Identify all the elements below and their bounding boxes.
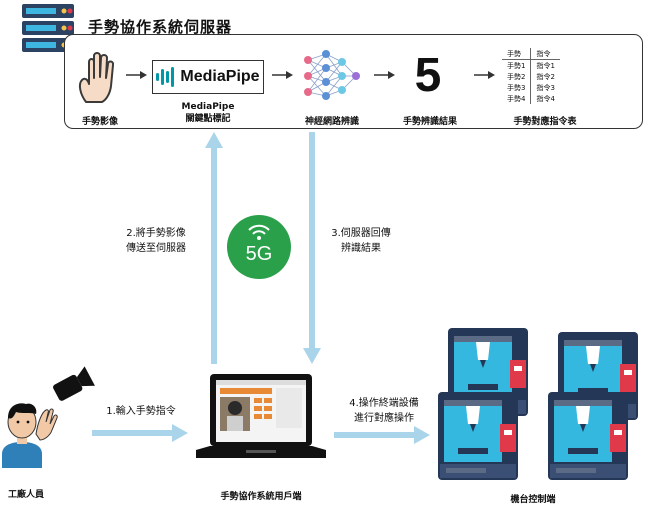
table-cell: 手勢1 — [502, 59, 532, 71]
table-cell: 指令1 — [536, 61, 555, 70]
step1-label: 1.輸入手勢指令 — [106, 406, 176, 417]
table-row: 手勢4 指令4 — [502, 93, 560, 104]
step3-line2: 辨識結果 — [341, 243, 381, 254]
3d-printer-icon — [548, 392, 628, 480]
result-label: 手勢辨識結果 — [402, 117, 457, 127]
input-arrow — [92, 424, 188, 442]
wifi-icon — [248, 224, 270, 240]
worker-avatar — [2, 403, 58, 468]
5g-badge: 5G — [227, 215, 291, 279]
upload-arrow — [205, 132, 223, 364]
laptop — [196, 374, 326, 458]
arrow-right-icon — [374, 71, 395, 79]
table-cell: 手勢4 — [502, 93, 532, 104]
result-digit: 5 — [414, 49, 442, 102]
5g-text: 5G — [245, 243, 273, 265]
mediapipe-logo: MediaPipe — [152, 60, 264, 94]
step3-label: 3.伺服器回傳 辨識結果 — [318, 226, 404, 256]
table-cell: 指令3 — [536, 83, 555, 92]
table-cell: 手勢2 — [502, 71, 532, 82]
return-arrow — [303, 132, 321, 364]
gesture-image-label: 手勢影像 — [81, 117, 118, 127]
mediapipe-logo-text: MediaPipe — [180, 68, 260, 85]
step4-label: 4.操作終端設備 進行對應操作 — [336, 396, 432, 426]
hand-icon — [78, 52, 115, 103]
step2-label: 2.將手勢影像 傳送至伺服器 — [110, 226, 202, 256]
table-label: 手勢對應指令表 — [513, 117, 577, 127]
step2-line1: 2.將手勢影像 — [126, 228, 186, 239]
server-icon — [22, 4, 74, 52]
table-cell: 手勢3 — [502, 82, 532, 93]
3d-printer-icon — [438, 392, 518, 480]
arrow-right-icon — [474, 71, 495, 79]
machine-label: 機台控制端 — [510, 495, 556, 505]
step4-line2: 進行對應操作 — [354, 413, 414, 424]
arrow-right-icon — [126, 71, 147, 79]
client-label: 手勢協作系統用戶端 — [220, 492, 302, 502]
worker-label: 工廠人員 — [7, 490, 44, 500]
command-table: 手勢 指令 手勢1 指令1 手勢2 指令2 手勢3 指令3 手勢4 指令4 — [502, 48, 560, 104]
diagram-title: 手勢協作系統伺服器 — [88, 18, 233, 36]
mediapipe-label-line2: 關鍵點標記 — [185, 114, 231, 124]
table-row: 手勢2 指令2 — [502, 71, 560, 82]
nn-label: 神經網路辨識 — [304, 117, 359, 127]
camera-icon — [53, 366, 95, 401]
table-cell: 指令2 — [536, 72, 555, 81]
mediapipe-label: MediaPipe 關鍵點標記 — [170, 101, 246, 125]
arrow-right-icon — [272, 71, 293, 79]
step4-line1: 4.操作終端設備 — [349, 398, 419, 409]
table-row: 手勢3 指令3 — [502, 82, 560, 93]
table-cell: 指令4 — [536, 94, 555, 103]
mediapipe-label-line1: MediaPipe — [181, 102, 235, 112]
neural-network-icon — [304, 50, 360, 100]
step2-line2: 傳送至伺服器 — [126, 243, 186, 254]
mediapipe-mark-icon — [156, 67, 175, 87]
step3-line1: 3.伺服器回傳 — [331, 228, 391, 239]
table-header-row: 手勢 指令 — [502, 48, 560, 60]
table-header-cell: 指令 — [530, 48, 560, 60]
table-row: 手勢1 指令1 — [502, 59, 560, 71]
table-header-cell: 手勢 — [502, 48, 532, 60]
operate-arrow — [334, 426, 430, 444]
